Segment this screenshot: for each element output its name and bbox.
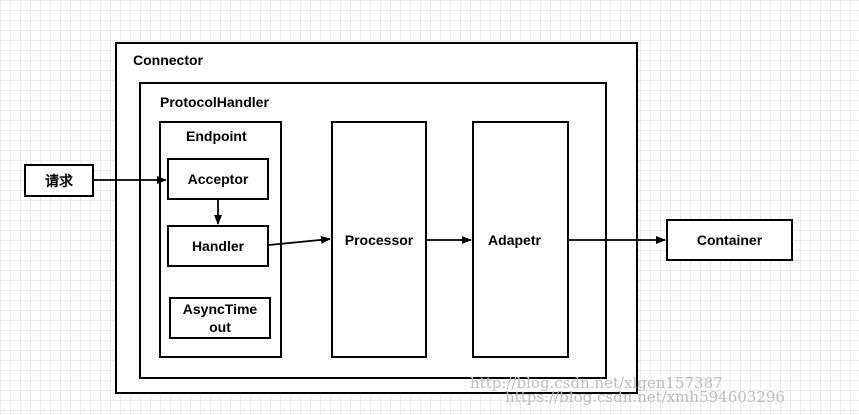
handler-box: Handler [167,225,269,267]
async-timeout-box: AsyncTime out [169,297,271,339]
container-box: Container [666,219,793,261]
endpoint-label: Endpoint [186,128,247,144]
watermark-line-1: http://blog.csdn.net/xlgen157387 [470,374,723,392]
container-label: Container [696,232,763,248]
arrow-handler-to-processor [268,235,331,246]
request-label: 请求 [45,172,73,189]
processor-label: Processor [344,231,414,248]
handler-label: Handler [191,238,245,254]
connector-label: Connector [133,52,203,68]
adapter-box: Adapetr [472,121,569,358]
watermark-line-2: https://blog.csdn.net/xmh594603296 [505,388,785,406]
async-timeout-label: AsyncTime out [182,301,258,335]
processor-box: Processor [331,121,427,358]
protocol-handler-label: ProtocolHandler [160,94,269,110]
acceptor-box: Acceptor [167,158,269,200]
acceptor-label: Acceptor [187,171,249,187]
request-box: 请求 [24,164,94,197]
adapter-label: Adapetr [488,231,541,248]
